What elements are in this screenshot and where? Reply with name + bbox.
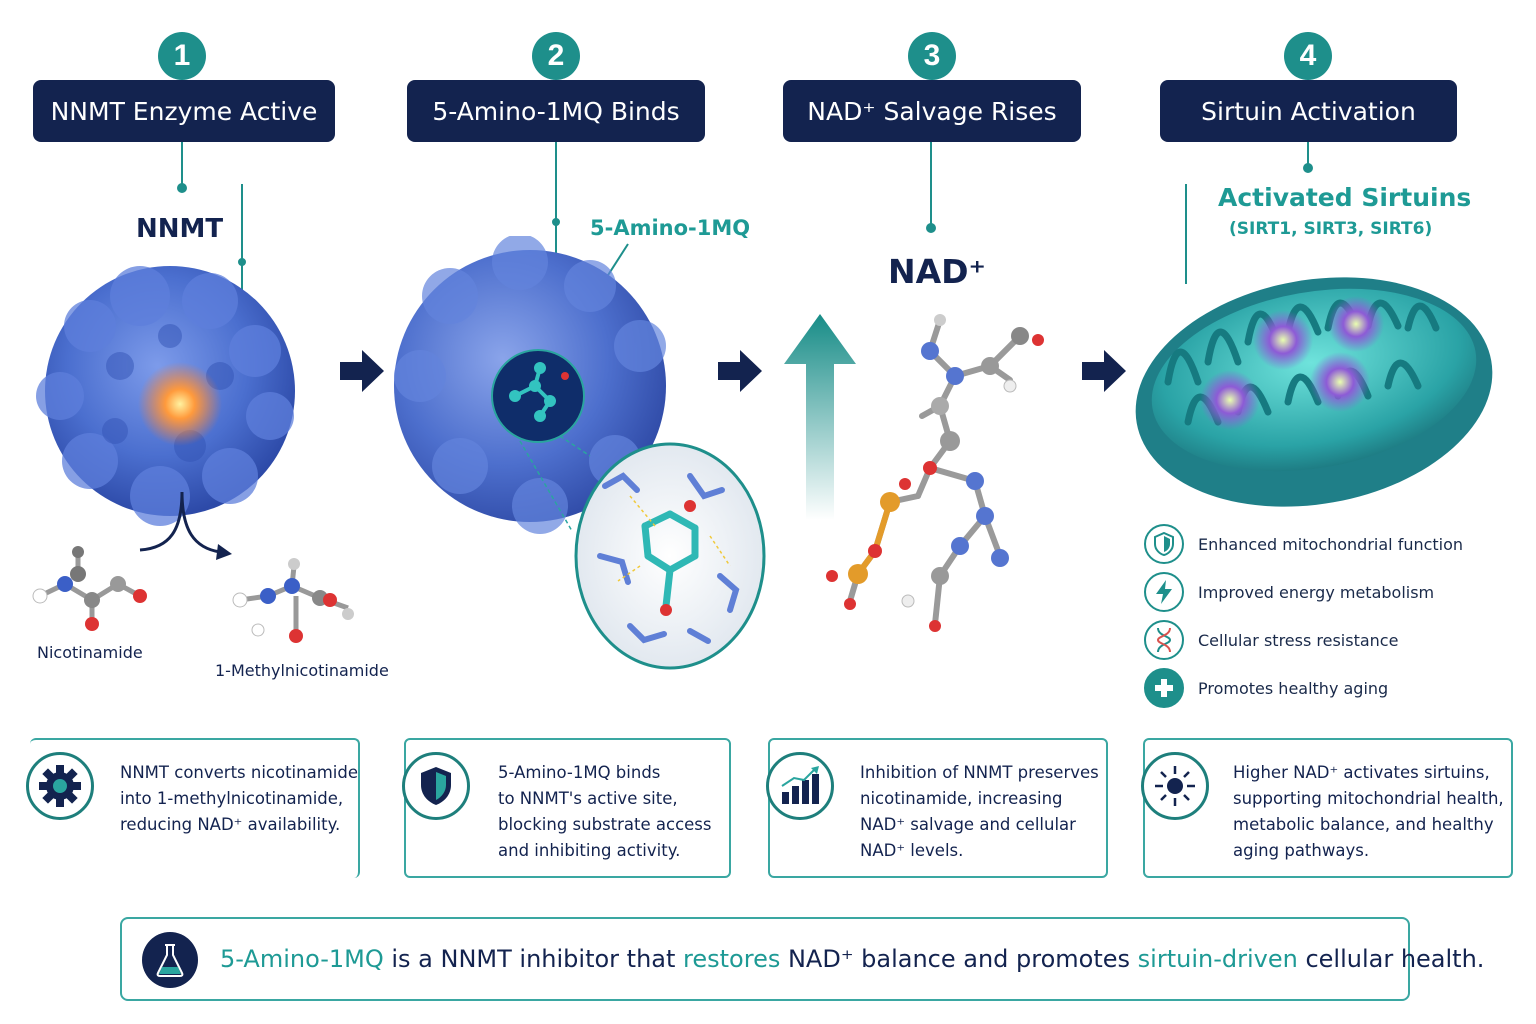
description-line: metabolic balance, and healthy <box>1233 815 1494 834</box>
description-line: NAD⁺ levels. <box>860 841 964 860</box>
summary-part: NAD⁺ balance and promotes <box>780 945 1138 973</box>
dna-icon <box>1144 620 1184 660</box>
activated-sirtuins-subtitle: (SIRT1, SIRT3, SIRT6) <box>1229 219 1433 239</box>
nicotinamide-molecule <box>32 546 147 631</box>
methylnicotinamide-molecule <box>232 558 354 643</box>
description-box-4: Higher NAD⁺ activates sirtuins, supporti… <box>1141 738 1513 878</box>
activated-sirtuins-title: Activated Sirtuins <box>1218 183 1472 212</box>
summary-part: is a NNMT inhibitor that <box>383 945 684 973</box>
benefit-item: Cellular stress resistance <box>1144 620 1398 660</box>
shield-icon <box>402 752 470 820</box>
description-line: Inhibition of NNMT preserves <box>860 763 1099 782</box>
benefit-item: Improved energy metabolism <box>1144 572 1434 612</box>
step-3-number: 3 <box>908 32 956 80</box>
summary-part: cellular health. <box>1297 945 1485 973</box>
step-1-number: 1 <box>158 32 206 80</box>
description-line: NNMT converts nicotinamide <box>120 763 358 782</box>
sun-icon <box>1141 752 1209 820</box>
description-line: into 1-methylnicotinamide, <box>120 789 344 808</box>
nicotinamide-label: Nicotinamide <box>37 643 143 662</box>
reaction-arrow <box>139 491 232 560</box>
description-line: reducing NAD⁺ availability. <box>120 815 341 834</box>
benefit-text: Promotes healthy aging <box>1198 678 1389 698</box>
lightning-icon <box>1144 572 1184 612</box>
description-line: NAD⁺ salvage and cellular <box>860 815 1076 834</box>
description-box-2: 5-Amino-1MQ binds to NNMT's active site,… <box>402 738 731 878</box>
step-2-title: 5-Amino-1MQ Binds <box>407 80 705 142</box>
benefit-item: Enhanced mitochondrial function <box>1144 524 1463 564</box>
nnmt-protein <box>36 266 295 526</box>
benefit-text: Cellular stress resistance <box>1198 630 1399 650</box>
flow-arrow-3 <box>1082 350 1126 392</box>
benefit-text: Enhanced mitochondrial function <box>1198 534 1464 554</box>
amino-1mq-label: 5-Amino-1MQ <box>590 216 751 240</box>
nnmt-label: NNMT <box>136 214 224 244</box>
benefit-text: Improved energy metabolism <box>1198 582 1435 602</box>
bar-chart-icon <box>766 752 834 820</box>
summary-text: 5-Amino-1MQ is a NNMT inhibitor that res… <box>220 945 1484 973</box>
nad-molecule <box>826 314 1044 632</box>
step-4-title: Sirtuin Activation <box>1160 80 1457 142</box>
description-line: 5-Amino-1MQ binds <box>498 763 661 782</box>
description-line: supporting mitochondrial health, <box>1233 789 1504 808</box>
description-line: blocking substrate access <box>498 815 712 834</box>
flow-arrow-2 <box>718 350 762 392</box>
step-1-title: NNMT Enzyme Active <box>33 80 335 142</box>
step-2-number: 2 <box>532 32 580 80</box>
rise-arrow <box>784 314 856 520</box>
summary-highlight: restores <box>683 945 781 973</box>
summary-highlight: sirtuin-driven <box>1137 945 1298 973</box>
summary-box: 5-Amino-1MQ is a NNMT inhibitor that res… <box>120 917 1484 1001</box>
description-line: nicotinamide, increasing <box>860 789 1063 808</box>
gear-icon <box>26 752 94 820</box>
step-3-title: NAD⁺ Salvage Rises <box>783 80 1081 142</box>
shield-icon <box>1144 524 1184 564</box>
description-line: and inhibiting activity. <box>498 841 681 860</box>
flow-arrow-1 <box>340 350 384 392</box>
mitochondrion <box>1135 277 1493 507</box>
step-4-number: 4 <box>1284 32 1332 80</box>
description-box-1: NNMT converts nicotinamide into 1-methyl… <box>26 738 360 878</box>
flask-icon <box>142 932 198 988</box>
methylnicotinamide-label: 1-Methylnicotinamide <box>215 661 389 680</box>
nad-label: NAD⁺ <box>888 252 986 291</box>
plus-icon <box>1144 668 1184 708</box>
summary-highlight: 5-Amino-1MQ <box>220 945 384 973</box>
description-box-3: Inhibition of NNMT preserves nicotinamid… <box>766 738 1108 878</box>
description-line: to NNMT's active site, <box>498 789 678 808</box>
bound-protein <box>394 236 766 670</box>
description-line: Higher NAD⁺ activates sirtuins, <box>1233 763 1490 782</box>
description-line: aging pathways. <box>1233 841 1370 860</box>
benefit-item: Promotes healthy aging <box>1144 668 1388 708</box>
